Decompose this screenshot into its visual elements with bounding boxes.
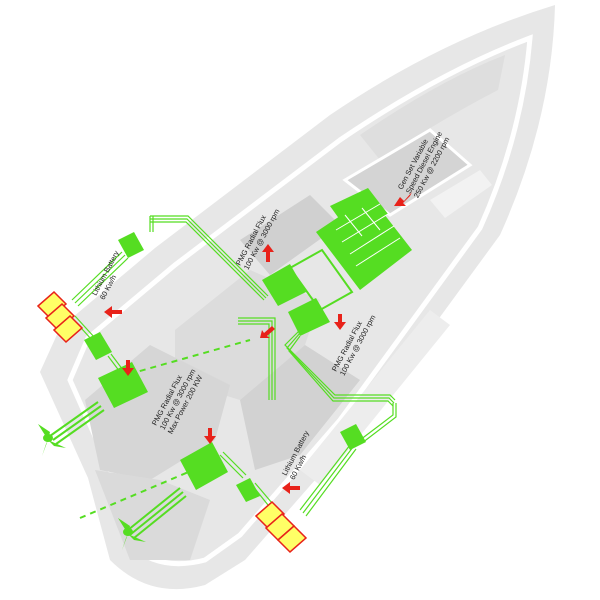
console (240, 195, 340, 275)
genset-engine-block (330, 188, 388, 234)
power-cables (49, 215, 397, 539)
battery-icon (254, 500, 308, 554)
boat-hull (40, 5, 555, 590)
bow-deck (360, 55, 505, 160)
left-motor (98, 362, 148, 408)
cockpit (240, 345, 360, 470)
engine-detail (335, 203, 401, 267)
arrow-icon (104, 192, 412, 494)
pmg-generator-right (288, 298, 330, 336)
hull-inner (67, 34, 533, 567)
battery-icon (36, 290, 84, 344)
right-controller (236, 478, 260, 502)
propeller-icon (38, 424, 66, 456)
left-junction-box (118, 232, 144, 258)
bow-seat (430, 170, 492, 218)
right-junction-box (340, 424, 366, 450)
left-controller (84, 332, 112, 360)
genset-frame (288, 248, 354, 312)
right-motor (180, 442, 228, 490)
components (84, 188, 412, 502)
propeller-icon (118, 518, 146, 550)
